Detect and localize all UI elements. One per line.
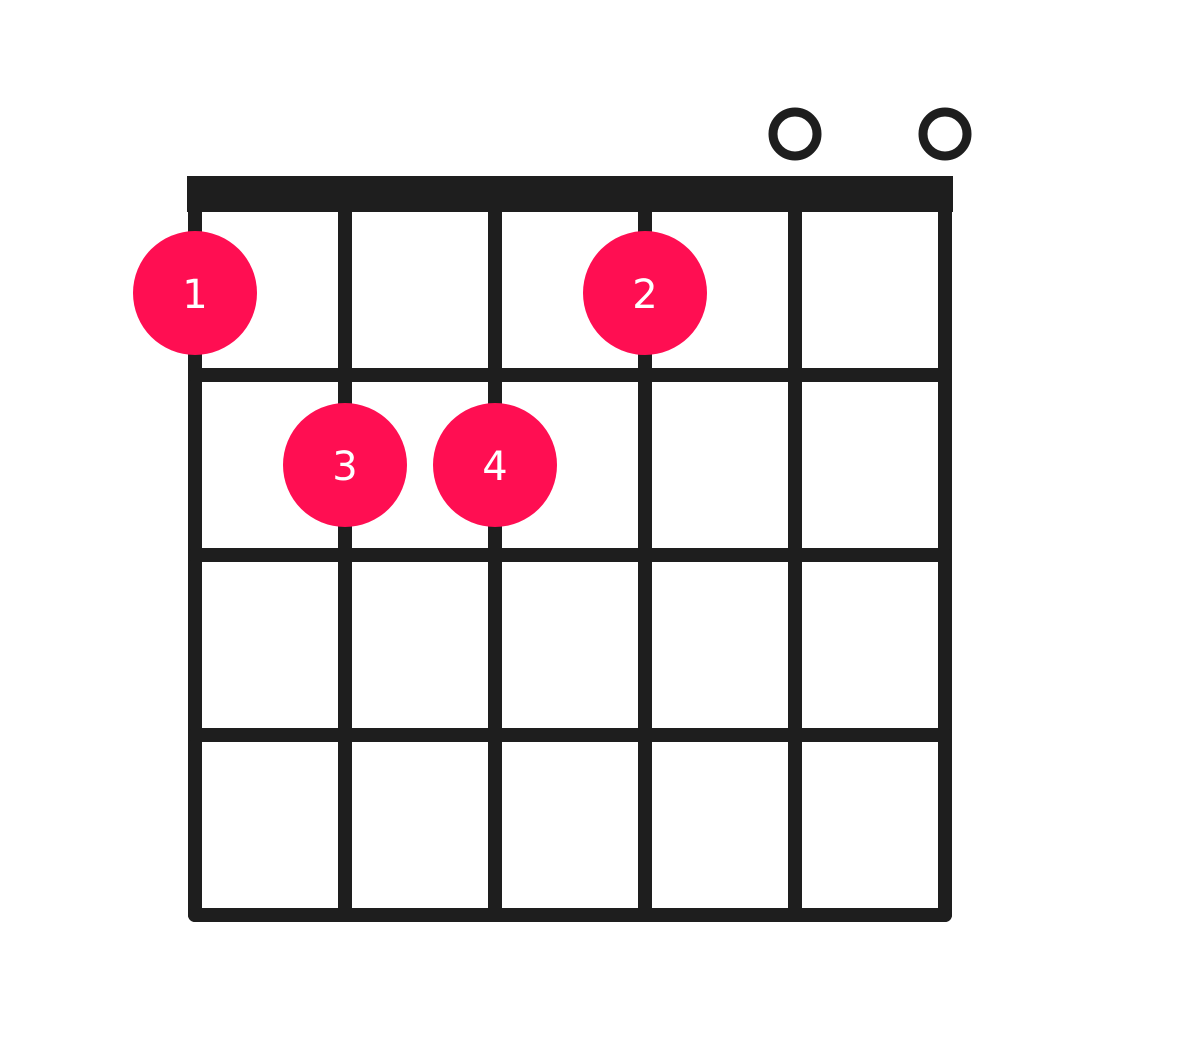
- open-string-marker-6: [918, 107, 972, 161]
- fretboard-grid: [187, 176, 953, 922]
- finger-label: 4: [482, 444, 507, 490]
- finger-dot: [283, 403, 407, 527]
- finger-marker-1: 1: [133, 231, 257, 355]
- finger-marker-3: 3: [283, 403, 407, 527]
- finger-dot: [583, 231, 707, 355]
- finger-marker-2: 2: [583, 231, 707, 355]
- finger-label: 2: [632, 272, 657, 318]
- finger-dot: [133, 231, 257, 355]
- nut: [187, 176, 953, 212]
- finger-label: 1: [182, 272, 207, 318]
- finger-label: 3: [332, 444, 357, 490]
- finger-marker-4: 4: [433, 403, 557, 527]
- open-string-marker-5: [768, 107, 822, 161]
- open-string-markers: [768, 107, 972, 161]
- finger-markers: 1 2 3 4: [133, 231, 707, 527]
- finger-dot: [433, 403, 557, 527]
